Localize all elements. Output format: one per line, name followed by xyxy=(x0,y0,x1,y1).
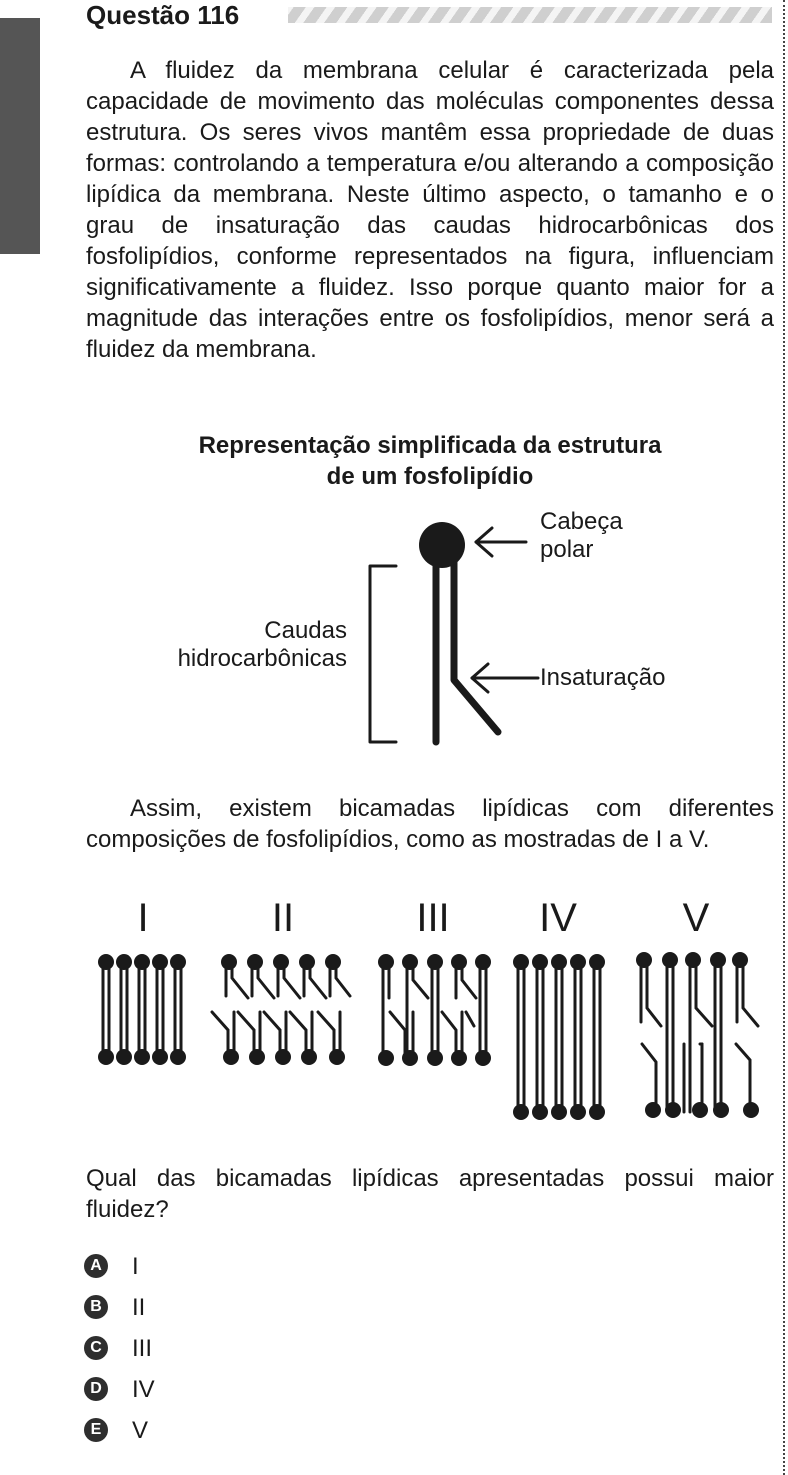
bilayer-2 xyxy=(210,962,352,1055)
label-tails: Caudas hidrocarbônicas xyxy=(80,617,347,673)
option-c-text: III xyxy=(132,1335,153,1362)
option-b-text: II xyxy=(132,1294,146,1321)
option-e-text: V xyxy=(132,1417,149,1444)
bilayer-label-3: III xyxy=(416,896,450,940)
dotted-page-edge xyxy=(783,0,785,1475)
unsat-arrow-tip xyxy=(470,662,490,694)
option-d-badge: D xyxy=(84,1377,108,1401)
question-title: Questão 116 xyxy=(86,0,240,30)
polar-head xyxy=(419,522,465,568)
bilayer-5-heads xyxy=(636,952,759,1118)
option-b-badge: B xyxy=(84,1295,108,1319)
figure-title-line1: Representação simplificada da estrutura xyxy=(198,432,662,459)
label-polar-head: Cabeça polar xyxy=(540,508,623,564)
label-tails-line2: hidrocarbônicas xyxy=(177,645,347,672)
option-a[interactable]: A I xyxy=(84,1252,284,1282)
option-d-text: IV xyxy=(132,1376,155,1403)
option-e[interactable]: E V xyxy=(84,1416,284,1446)
label-tails-line1: Caudas xyxy=(264,617,347,644)
bilayer-label-5: V xyxy=(682,896,710,940)
option-b[interactable]: B II xyxy=(84,1293,284,1323)
bilayer-3-heads xyxy=(378,954,491,1066)
bilayer-3 xyxy=(381,962,488,1057)
bilayer-label-1: I xyxy=(137,896,149,940)
question-header: Questão 116 xyxy=(86,0,774,30)
header-stripes xyxy=(288,7,772,23)
label-polar-head-line2: polar xyxy=(540,536,594,563)
side-tab xyxy=(0,18,40,254)
bilayer-1-heads xyxy=(98,954,186,1065)
bilayer-4 xyxy=(516,960,602,1114)
figure-title-line2: de um fosfolipídio xyxy=(326,463,534,490)
option-c-badge: C xyxy=(84,1336,108,1360)
bilayer-1 xyxy=(101,960,183,1057)
intro-paragraph: A fluidez da membrana celular é caracter… xyxy=(86,57,774,363)
option-c[interactable]: C III xyxy=(84,1334,284,1364)
bilayers-diagram xyxy=(98,952,760,1120)
bilayer-label-2: II xyxy=(271,896,295,940)
label-unsaturation: Insaturação xyxy=(540,664,666,691)
label-polar-head-line1: Cabeça xyxy=(540,508,623,535)
option-a-text: I xyxy=(132,1253,139,1280)
figure-title: Representação simplificada da estrutura … xyxy=(86,430,774,492)
phospholipid-diagram xyxy=(368,522,540,746)
bilayer-5 xyxy=(639,960,760,1114)
tail-unsaturated xyxy=(450,558,502,736)
bilayer-label-4: IV xyxy=(539,896,577,940)
head-arrow-tip xyxy=(474,526,494,558)
option-e-badge: E xyxy=(84,1418,108,1442)
option-d[interactable]: D IV xyxy=(84,1375,284,1405)
tails-bracket xyxy=(368,564,398,744)
option-a-badge: A xyxy=(84,1254,108,1278)
bilayer-2-heads xyxy=(221,954,345,1065)
bilayers-paragraph: Assim, existem bicamadas lipídicas com d… xyxy=(86,795,774,853)
question-text: Qual das bicamadas lipídicas apresentada… xyxy=(86,1165,774,1223)
bilayer-4-heads xyxy=(513,954,605,1120)
